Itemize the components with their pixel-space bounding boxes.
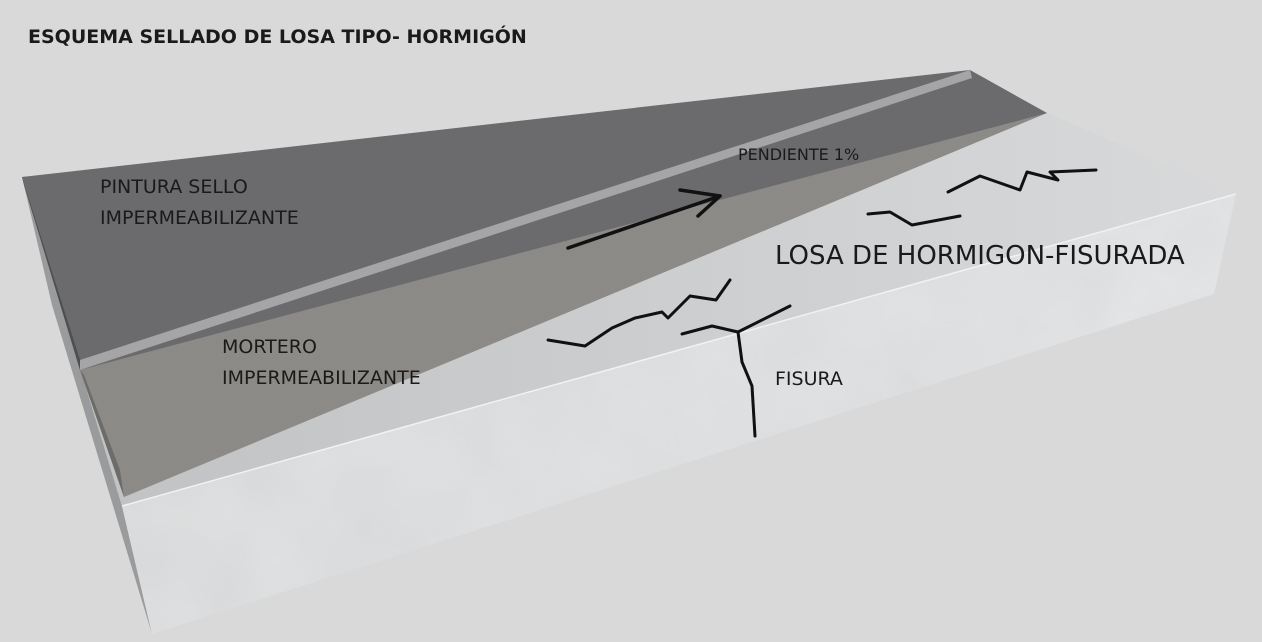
mortar-side	[80, 370, 124, 497]
paint-seal-side	[22, 177, 80, 370]
label-concrete-slab: LOSA DE HORMIGON-FISURADA	[775, 241, 1185, 271]
paint-seal-edge	[80, 70, 972, 370]
slab-side-face	[22, 177, 152, 634]
slab-front-texture	[122, 194, 1236, 634]
slab-edge-line	[121, 193, 1237, 507]
label-crack: FISURA	[775, 368, 843, 390]
crack-top-right	[946, 168, 1098, 194]
label-slope: PENDIENTE 1%	[738, 145, 860, 164]
diagram-title: ESQUEMA SELLADO DE LOSA TIPO- HORMIGÓN	[28, 26, 527, 48]
crack-vertical	[736, 330, 757, 438]
label-mortar-line1: MORTERO	[222, 336, 317, 358]
label-mortar-line2: IMPERMEABILIZANTE	[222, 367, 421, 389]
crack-top-middle	[866, 210, 962, 227]
crack-left	[546, 278, 732, 348]
slope-arrow-icon	[566, 188, 722, 250]
crack-lines	[546, 168, 1098, 438]
label-paint-seal-line1: PINTURA SELLO	[100, 176, 248, 198]
label-paint-seal-line2: IMPERMEABILIZANTE	[100, 207, 299, 229]
crack-center-top	[680, 304, 792, 336]
